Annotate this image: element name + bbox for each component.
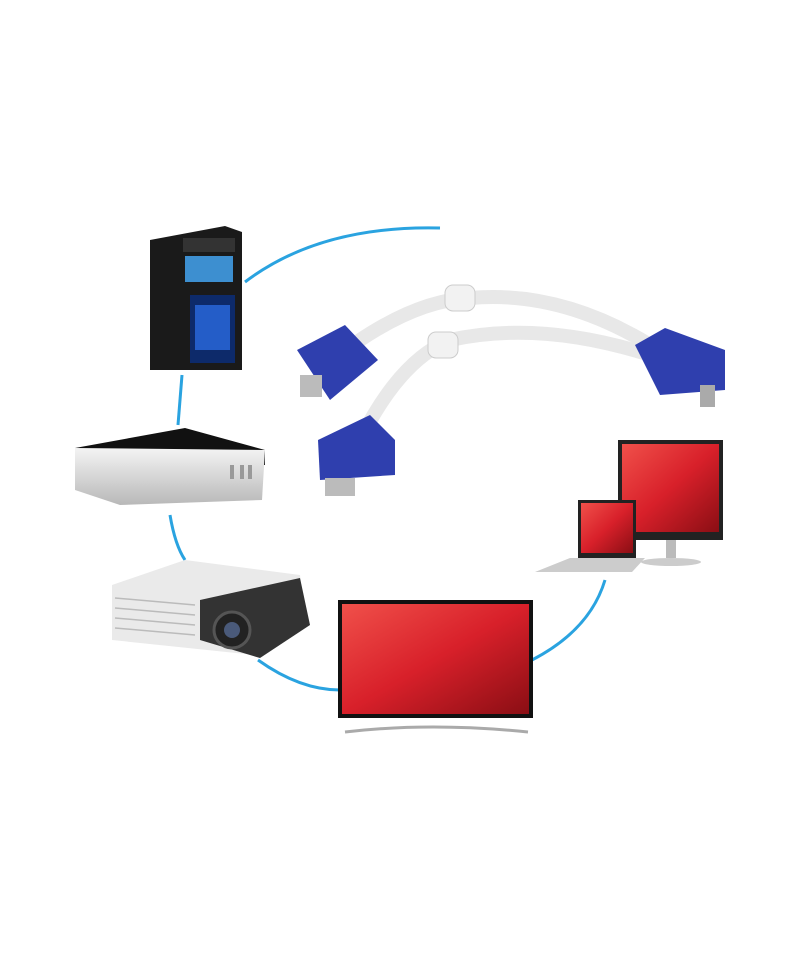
monitor [618,440,723,566]
set-top-box [75,428,265,505]
vga-connector-female-1 [297,325,378,400]
vga-connector-female-2 [318,415,395,496]
arc-projector-tv [257,658,341,692]
laptop [535,500,645,572]
arc-pc-box [176,374,184,426]
connection-lines [168,226,607,692]
projector [112,560,310,658]
vga-y-cable [297,284,725,496]
tv [338,600,533,734]
desktop-tower [150,226,242,370]
arc-tv-laptop [531,579,607,662]
arc-box-projector [168,514,187,561]
vga-connector-male [635,328,725,407]
arc-top [244,226,441,284]
